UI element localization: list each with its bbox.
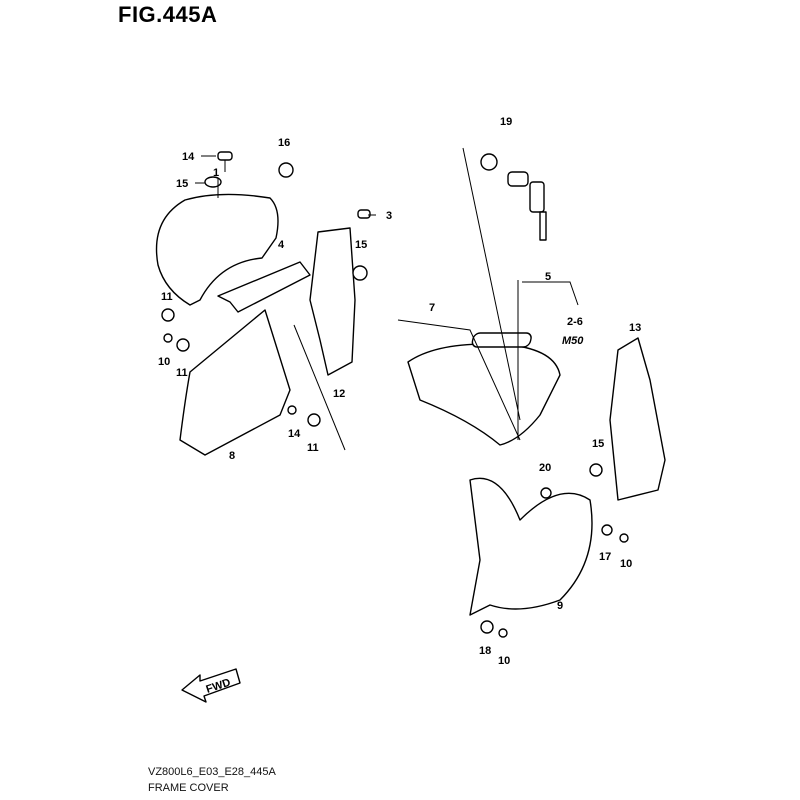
callout-3: 3	[386, 210, 392, 222]
callout-12: 12	[333, 388, 345, 400]
figure-title: FIG.445A	[118, 2, 218, 27]
callout-13: 13	[629, 322, 641, 334]
part-19-lock-set[interactable]	[480, 153, 547, 241]
callout-11: 11	[176, 367, 188, 379]
callout-15: 15	[592, 438, 604, 450]
part-2-6-emblem: M50	[471, 332, 584, 348]
callout-5: 5	[545, 271, 551, 283]
callout-10: 10	[498, 655, 510, 667]
callout-4: 4	[278, 239, 285, 251]
svg-text:M50: M50	[562, 335, 584, 347]
fasteners	[161, 151, 629, 638]
callout-10: 10	[158, 356, 170, 368]
diagram-caption: FRAME COVER	[148, 782, 229, 794]
callout-16: 16	[278, 137, 290, 149]
part-7-side-cover[interactable]	[407, 343, 561, 446]
callout-15: 15	[355, 239, 367, 251]
callout-11: 11	[307, 442, 319, 454]
part-1-frame-cover-upper[interactable]	[155, 193, 279, 306]
callout-11: 11	[161, 291, 173, 303]
part-9-lower-side-cover[interactable]	[469, 477, 593, 616]
part-4-seal[interactable]	[217, 261, 311, 313]
part-12-bracket[interactable]	[309, 227, 356, 376]
callout-14: 14	[182, 151, 195, 163]
callout-8: 8	[229, 450, 235, 462]
callout-14: 14	[288, 428, 301, 440]
callout-7: 7	[429, 302, 435, 314]
callout-19: 19	[500, 116, 512, 128]
callout-15: 15	[176, 178, 188, 190]
callout-labels: 1 14 15 16 3 4 15 11 10 11 12 8 14 11 19…	[158, 116, 641, 667]
forward-arrow-icon: FWD	[181, 668, 241, 703]
callout-9: 9	[557, 600, 563, 612]
part-13-side-rail[interactable]	[609, 337, 666, 501]
diagram-code: VZ800L6_E03_E28_445A	[148, 766, 276, 778]
callout-20: 20	[539, 462, 551, 474]
part-8-frame-cover-lower[interactable]	[179, 309, 291, 456]
callout-10: 10	[620, 558, 632, 570]
leader-lines	[195, 147, 579, 451]
callout-17: 17	[599, 551, 611, 563]
callout-2-6: 2-6	[567, 316, 583, 328]
callout-18: 18	[479, 645, 491, 657]
callout-1: 1	[213, 167, 219, 179]
